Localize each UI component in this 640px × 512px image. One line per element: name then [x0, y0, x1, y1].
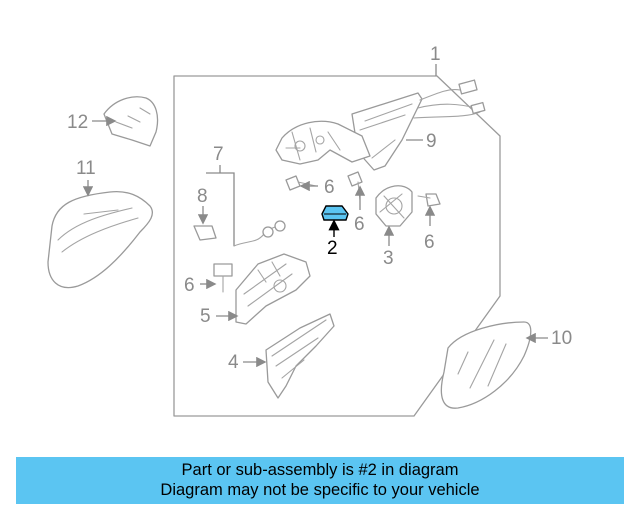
part-4-lower-cover — [265, 313, 335, 399]
callout-6b: 6 — [354, 214, 365, 235]
callout-7: 7 — [213, 144, 224, 165]
callout-9: 9 — [426, 131, 437, 152]
callout-3: 3 — [383, 248, 394, 269]
banner-line-1: Part or sub-assembly is #2 in diagram — [181, 461, 459, 479]
callout-6d: 6 — [184, 275, 195, 296]
callout-5: 5 — [200, 306, 211, 327]
part-12-cap — [103, 96, 159, 147]
callout-10: 10 — [551, 328, 572, 349]
callout-6c: 6 — [424, 232, 435, 253]
part-10-mirror-glass — [440, 321, 532, 409]
assembly-frame — [173, 75, 501, 417]
part-7-motor-harness — [193, 172, 286, 247]
callout-6a: 6 — [324, 177, 335, 198]
part-9-mirror-base — [275, 79, 486, 171]
callout-2: 2 — [327, 238, 338, 259]
part-6-screw-c — [417, 193, 441, 207]
callout-11: 11 — [76, 158, 96, 179]
part-5-housing — [235, 253, 311, 325]
callout-1: 1 — [430, 44, 441, 65]
parts-diagram: 1 2 3 4 5 6 6 6 6 7 8 9 10 11 12 — [47, 44, 572, 417]
part-11-outer-housing — [47, 190, 154, 289]
callout-4: 4 — [228, 352, 239, 373]
part-2-highlighted — [321, 205, 349, 221]
callout-8: 8 — [197, 186, 208, 207]
banner-line-2: Diagram may not be specific to your vehi… — [160, 481, 480, 499]
info-banner: Part or sub-assembly is #2 in diagram Di… — [16, 457, 624, 504]
callout-12: 12 — [67, 112, 88, 133]
part-6-screw-d — [213, 263, 233, 293]
